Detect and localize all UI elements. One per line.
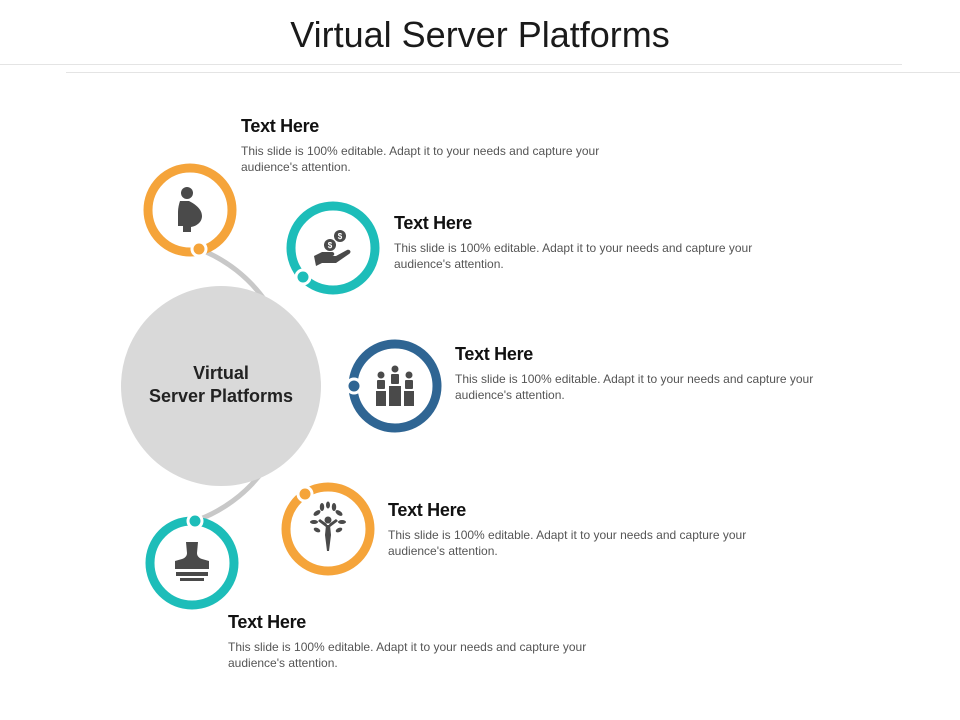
pregnant-woman-icon <box>178 187 202 232</box>
divider-line <box>0 64 902 65</box>
text-block-3: Text Here This slide is 100% editable. A… <box>455 344 835 403</box>
text-block-2: Text Here This slide is 100% editable. A… <box>394 213 774 272</box>
divider-line <box>66 72 960 73</box>
podium-people-icon <box>376 365 414 406</box>
svg-text:$: $ <box>338 232 343 241</box>
text-block-body: This slide is 100% editable. Adapt it to… <box>394 241 753 271</box>
stamp-icon <box>175 542 209 581</box>
node-3 <box>345 339 442 433</box>
node-1 <box>143 163 237 258</box>
node-5 <box>145 512 239 610</box>
text-block-4: Text Here This slide is 100% editable. A… <box>388 500 768 559</box>
hub-label: Virtual Server Platforms <box>121 362 321 408</box>
text-block-heading: Text Here <box>388 500 467 520</box>
node-2: $ $ <box>286 201 380 295</box>
text-block-heading: Text Here <box>241 116 320 136</box>
node-4 <box>281 482 375 576</box>
growth-person-icon <box>310 501 346 551</box>
text-block-body: This slide is 100% editable. Adapt it to… <box>455 372 814 402</box>
hub-label-line2: Server Platforms <box>148 386 294 406</box>
text-block-body: This slide is 100% editable. Adapt it to… <box>388 528 747 558</box>
text-block-heading: Text Here <box>228 612 307 632</box>
hub-label-line1: Virtual <box>193 363 249 383</box>
text-block-5: Text Here This slide is 100% editable. A… <box>228 612 608 671</box>
text-block-1: Text Here This slide is 100% editable. A… <box>241 116 621 175</box>
text-block-body: This slide is 100% editable. Adapt it to… <box>241 144 600 174</box>
text-block-body: This slide is 100% editable. Adapt it to… <box>228 640 587 670</box>
svg-text:$: $ <box>328 241 333 250</box>
hub-circle <box>121 286 321 486</box>
text-block-heading: Text Here <box>455 344 534 364</box>
text-block-heading: Text Here <box>394 213 473 233</box>
page-title: Virtual Server Platforms <box>290 14 670 55</box>
money-hand-icon: $ $ <box>314 230 351 266</box>
